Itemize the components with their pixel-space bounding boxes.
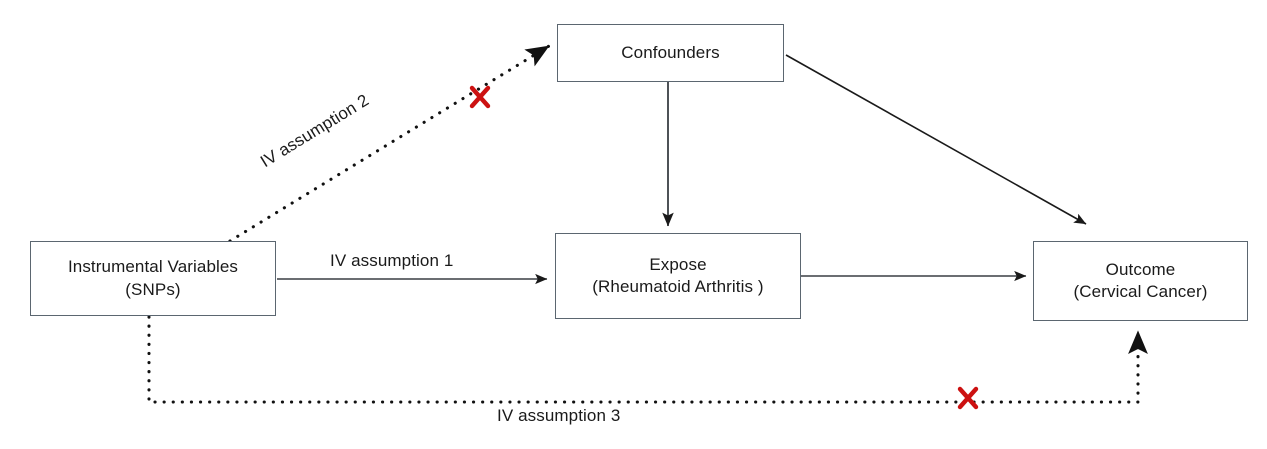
node-expose-line1: Expose [649, 254, 707, 274]
node-expose-line2: (Rheumatoid Arthritis ) [592, 277, 764, 296]
node-outcome[interactable]: Outcome (Cervical Cancer) [1033, 241, 1248, 321]
edge-confounders-to-outcome [785, 54, 1087, 225]
node-instrumental-variables[interactable]: Instrumental Variables (SNPs) [30, 241, 276, 316]
blocked-path-x-icon-assumption-2 [469, 85, 491, 109]
node-instrumental-variables-line2: (SNPs) [125, 279, 181, 299]
node-confounders[interactable]: Confounders [557, 24, 784, 82]
node-expose[interactable]: Expose (Rheumatoid Arthritis ) [555, 233, 801, 319]
node-instrumental-variables-line1: Instrumental Variables [67, 257, 239, 277]
edge-label-iv-assumption-3: IV assumption 3 [497, 406, 621, 425]
node-confounders-line1: Confounders [621, 42, 720, 62]
node-outcome-line1: Outcome [1105, 259, 1176, 279]
edge-label-iv-assumption-2: IV assumption 2 [257, 90, 373, 172]
edge-iv-to-outcome [147, 315, 1148, 404]
blocked-path-x-icon-assumption-3 [957, 386, 979, 410]
node-outcome-line2: (Cervical Cancer) [1073, 282, 1208, 301]
edge-label-iv-assumption-1: IV assumption 1 [330, 251, 454, 270]
